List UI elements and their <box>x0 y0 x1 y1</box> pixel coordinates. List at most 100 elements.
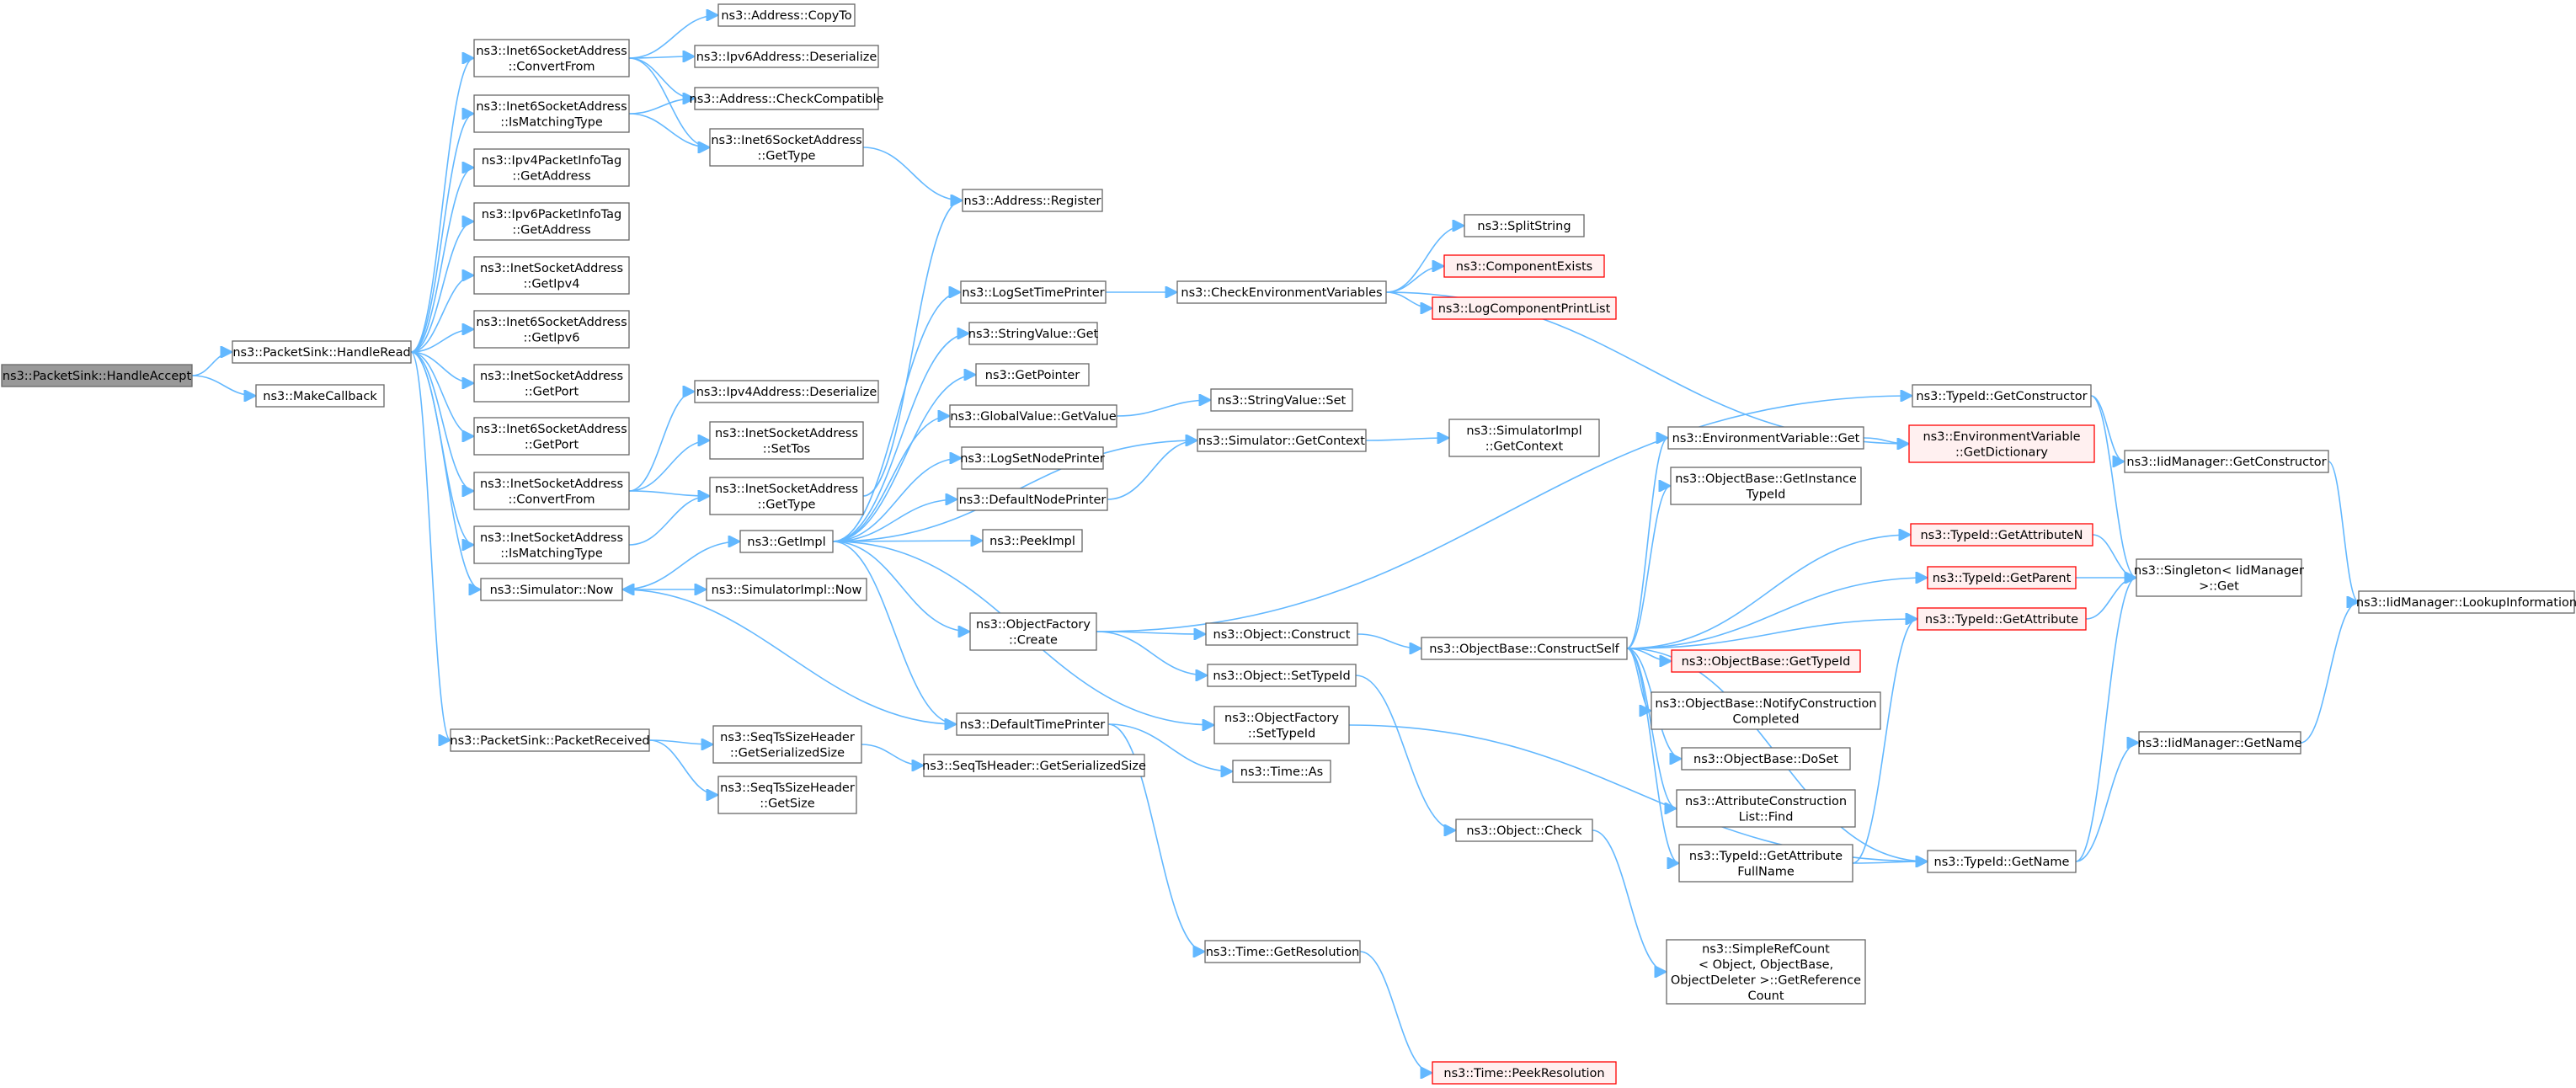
node-label-line: ns3::EnvironmentVariable::Get <box>1672 432 1860 445</box>
node-handleAccept[interactable]: ns3::PacketSink::HandleAccept <box>1 364 193 387</box>
node-inet6ConvertFrom[interactable]: ns3::Inet6SocketAddress::ConvertFrom <box>473 39 630 77</box>
edge-getImpl-to-getPointer <box>832 375 976 542</box>
edge-getImpl-to-globalValueGetValue <box>832 416 950 542</box>
node-objBaseGetTypeId[interactable]: ns3::ObjectBase::GetTypeId <box>1671 649 1861 673</box>
node-splitString[interactable]: ns3::SplitString <box>1464 214 1585 237</box>
node-handleRead[interactable]: ns3::PacketSink::HandleRead <box>232 340 412 364</box>
node-ipv4PITGetAddress[interactable]: ns3::Ipv4PacketInfoTag::GetAddress <box>473 148 630 187</box>
node-componentExists[interactable]: ns3::ComponentExists <box>1443 254 1605 278</box>
node-box <box>694 380 879 403</box>
node-logSetNodePrinter[interactable]: ns3::LogSetNodePrinter <box>960 446 1105 470</box>
node-simNow[interactable]: ns3::Simulator::Now <box>480 578 623 601</box>
node-globalValueGetValue[interactable]: ns3::GlobalValue::GetValue <box>949 404 1117 428</box>
node-box <box>2138 731 2301 755</box>
edge-handleAccept-to-handleRead <box>191 352 233 376</box>
node-objSetTypeId[interactable]: ns3::Object::SetTypeId <box>1207 664 1357 687</box>
node-envVarGetDictionary[interactable]: ns3::EnvironmentVariable::GetDictionary <box>1908 424 2095 463</box>
node-inetIsMatching[interactable]: ns3::InetSocketAddress::IsMatchingType <box>473 525 630 564</box>
node-box <box>473 364 630 403</box>
node-makeCallback[interactable]: ns3::MakeCallback <box>255 384 385 408</box>
node-label-line: ns3::IidManager::GetName <box>2138 737 2302 750</box>
node-objBaseDoSet[interactable]: ns3::ObjectBase::DoSet <box>1681 747 1851 771</box>
node-label-line: ns3::ObjectBase::NotifyConstruction <box>1655 697 1876 711</box>
node-label-line: ns3::TypeId::GetAttributeN <box>1920 529 2083 542</box>
node-label-line: ns3::InetSocketAddress <box>715 483 858 496</box>
node-inetSetTos[interactable]: ns3::InetSocketAddress::SetTos <box>709 421 864 460</box>
node-box <box>1651 691 1881 730</box>
edge-iidMgrGetConstructor-to-iidMgrLookup <box>2328 461 2360 602</box>
node-objCheck[interactable]: ns3::Object::Check <box>1455 819 1593 842</box>
node-addrRegister[interactable]: ns3::Address::Register <box>962 189 1103 212</box>
node-objFactoryCreate[interactable]: ns3::ObjectFactory::Create <box>969 612 1097 651</box>
node-typeIdGetName[interactable]: ns3::TypeId::GetName <box>1927 850 2077 873</box>
node-iidMgrLookup[interactable]: ns3::IidManager::LookupInformation <box>2356 590 2576 614</box>
node-label-line: ns3::LogSetTimePrinter <box>962 286 1104 300</box>
node-logComponentPrintList[interactable]: ns3::LogComponentPrintList <box>1432 296 1617 320</box>
node-objConstruct[interactable]: ns3::Object::Construct <box>1205 622 1358 646</box>
node-envVarGet[interactable]: ns3::EnvironmentVariable::Get <box>1667 426 1864 450</box>
node-stringValueSet[interactable]: ns3::StringValue::Set <box>1210 388 1353 412</box>
node-timeGetResolution[interactable]: ns3::Time::GetResolution <box>1204 940 1361 963</box>
node-seqTsGetSerSize[interactable]: ns3::SeqTsHeader::GetSerializedSize <box>922 754 1146 777</box>
node-inetGetIpv4[interactable]: ns3::InetSocketAddress::GetIpv4 <box>473 256 630 295</box>
node-getPointer[interactable]: ns3::GetPointer <box>975 363 1090 387</box>
node-label-line: ns3::InetSocketAddress <box>480 477 623 491</box>
node-box <box>709 421 864 460</box>
node-defaultNodePrinter[interactable]: ns3::DefaultNodePrinter <box>957 488 1108 511</box>
node-timeAs[interactable]: ns3::Time::As <box>1232 760 1331 783</box>
node-box <box>709 477 864 515</box>
node-objBaseNotify[interactable]: ns3::ObjectBase::NotifyConstructionCompl… <box>1651 691 1881 730</box>
node-label-line: ns3::Address::CopyTo <box>721 9 851 23</box>
edge-checkEnvVars-to-componentExists <box>1385 266 1444 293</box>
node-inetGetType[interactable]: ns3::InetSocketAddress::GetType <box>709 477 864 515</box>
node-addrCopyTo[interactable]: ns3::Address::CopyTo <box>717 3 856 27</box>
node-typeIdGetConstructor[interactable]: ns3::TypeId::GetConstructor <box>1912 384 2092 408</box>
node-box <box>957 488 1108 511</box>
node-objBaseConstructSelf[interactable]: ns3::ObjectBase::ConstructSelf <box>1421 637 1628 660</box>
node-label-line: < Object, ObjectBase, <box>1699 958 1833 972</box>
node-getImpl[interactable]: ns3::GetImpl <box>739 530 834 553</box>
node-ipv6Deserialize[interactable]: ns3::Ipv6Address::Deserialize <box>694 45 879 68</box>
node-typeIdGetAttribute[interactable]: ns3::TypeId::GetAttribute <box>1917 607 2087 631</box>
node-logSetTimePrinter[interactable]: ns3::LogSetTimePrinter <box>960 280 1107 304</box>
node-stringValueGet[interactable]: ns3::StringValue::Get <box>968 322 1099 345</box>
node-simGetContext[interactable]: ns3::Simulator::GetContext <box>1197 429 1367 452</box>
node-iidMgrGetConstructor[interactable]: ns3::IidManager::GetConstructor <box>2124 450 2329 473</box>
node-inet6IsMatching[interactable]: ns3::Inet6SocketAddress::IsMatchingType <box>473 94 630 133</box>
node-iidMgrGetName[interactable]: ns3::IidManager::GetName <box>2138 731 2302 755</box>
node-ipv6PITGetAddress[interactable]: ns3::Ipv6PacketInfoTag::GetAddress <box>473 202 630 241</box>
node-inetGetPort[interactable]: ns3::InetSocketAddress::GetPort <box>473 364 630 403</box>
node-objFactorySetTypeId[interactable]: ns3::ObjectFactory::SetTypeId <box>1213 706 1350 744</box>
node-label-line: ns3::DefaultNodePrinter <box>959 493 1107 507</box>
node-inetConvertFrom[interactable]: ns3::InetSocketAddress::ConvertFrom <box>473 472 630 510</box>
node-peekImpl[interactable]: ns3::PeekImpl <box>982 529 1083 552</box>
node-defaultTimePrinter[interactable]: ns3::DefaultTimePrinter <box>956 712 1109 736</box>
node-addrCheckCompat[interactable]: ns3::Address::CheckCompatible <box>690 87 884 110</box>
node-seqTsSizeGetSize[interactable]: ns3::SeqTsSizeHeader::GetSize <box>717 776 857 814</box>
node-singletonGet[interactable]: ns3::Singleton< IidManager>::Get <box>2134 558 2304 597</box>
node-typeIdGetParent[interactable]: ns3::TypeId::GetParent <box>1927 566 2077 589</box>
node-box <box>473 310 630 349</box>
node-label-line: ::GetPort <box>525 385 579 398</box>
node-seqTsSizeGetSerSize[interactable]: ns3::SeqTsSizeHeader::GetSerializedSize <box>712 725 862 764</box>
node-ipv4Deserialize[interactable]: ns3::Ipv4Address::Deserialize <box>694 380 879 403</box>
edge-globalValueGetValue-to-stringValueSet <box>1116 400 1211 417</box>
node-timePeekResolution[interactable]: ns3::Time::PeekResolution <box>1432 1061 1617 1085</box>
node-packetReceived[interactable]: ns3::PacketSink::PacketReceived <box>450 728 650 752</box>
node-simImplGetContext[interactable]: ns3::SimulatorImpl::GetContext <box>1448 419 1600 457</box>
node-simImplNow[interactable]: ns3::SimulatorImpl::Now <box>706 578 867 601</box>
node-box <box>473 417 630 456</box>
node-label-line: ::IsMatchingType <box>500 547 603 560</box>
edge-handleRead-to-ipv4PITGetAddress <box>410 168 475 353</box>
node-label-line: ::SetTos <box>763 442 810 456</box>
node-checkEnvVars[interactable]: ns3::CheckEnvironmentVariables <box>1176 280 1387 304</box>
node-simpleRefCount[interactable]: ns3::SimpleRefCount< Object, ObjectBase,… <box>1666 939 1866 1005</box>
node-inet6GetPort[interactable]: ns3::Inet6SocketAddress::GetPort <box>473 417 630 456</box>
node-inet6GetType[interactable]: ns3::Inet6SocketAddress::GetType <box>709 128 864 167</box>
node-typeIdGetAttributeN[interactable]: ns3::TypeId::GetAttributeN <box>1910 523 2093 547</box>
node-inet6GetIpv6[interactable]: ns3::Inet6SocketAddress::GetIpv6 <box>473 310 630 349</box>
edge-defaultTimePrinter-to-simNow <box>622 589 957 725</box>
